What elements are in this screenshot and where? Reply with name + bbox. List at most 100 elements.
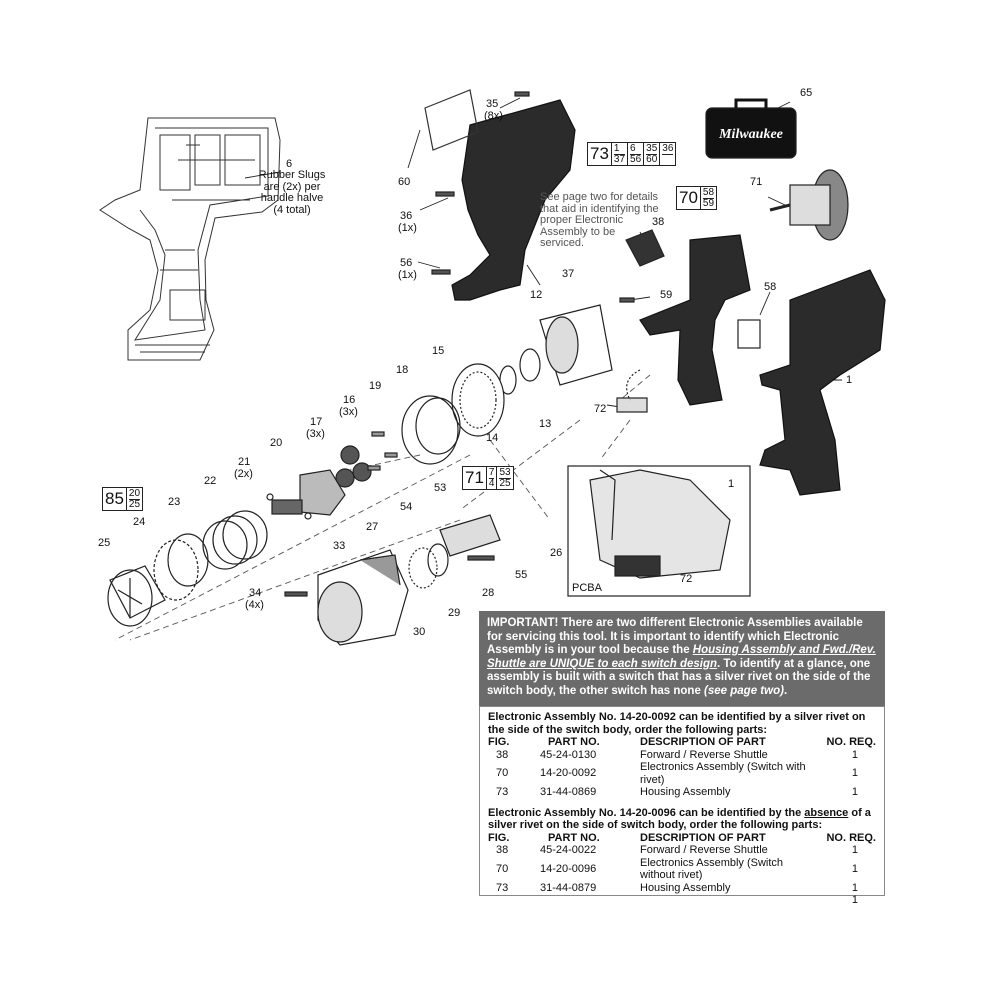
gasket-19 [401, 395, 459, 465]
note-line: serviced. [540, 237, 585, 249]
callout-34: 34 [249, 587, 262, 599]
cell-fig: 38 [496, 748, 509, 761]
cell-description: Forward / Reverse Shuttle [640, 748, 768, 761]
table-header: FIG. PART NO. DESCRIPTION OF PART NO. RE… [488, 736, 876, 749]
cell-no-req: 1 [851, 767, 858, 780]
cell-part-no: 45-24-0022 [540, 844, 597, 856]
kit-cell-bottom: 37 [613, 153, 626, 165]
gear-case-33 [317, 549, 409, 646]
cell-no-req: 1 [851, 786, 858, 798]
spring-22 [202, 510, 268, 570]
electronics-assembly-70 [639, 234, 751, 406]
callout-21-qty: (2x) [234, 468, 253, 480]
part-58 [737, 319, 761, 349]
callout-27: 27 [366, 521, 379, 533]
kit-cell-top: 7 [488, 466, 495, 479]
callout-23: 23 [168, 496, 181, 508]
callout-17-qty: (3x) [306, 428, 325, 440]
note-line: See page two for details [540, 191, 659, 203]
kit-number: 71 [463, 467, 487, 489]
col-description: DESCRIPTION OF PART [640, 831, 766, 844]
parts-panel: Electronic Assembly No. 14-20-0092 can b… [479, 706, 885, 906]
assembly2-intro-a: Electronic Assembly No. 14-20-0096 can b… [488, 806, 805, 819]
callout-36-qty: (1x) [398, 222, 417, 234]
note-line: proper Electronic [540, 214, 624, 226]
cell-no-req: 1 [851, 862, 858, 875]
kit-cell-top: 6 [630, 143, 642, 155]
col-part-no: PART NO. [548, 736, 600, 748]
callout-16: 16 [343, 394, 356, 406]
cell-description: Electronics Assembly (Switch with rivet) [640, 761, 806, 786]
assembly2-table: FIG. PART NO. DESCRIPTION OF PART NO. RE… [488, 832, 876, 907]
callout-6: 6 [286, 158, 293, 170]
callout-15: 15 [432, 345, 445, 357]
shuttle-38 [625, 229, 665, 267]
table-header: FIG. PART NO. DESCRIPTION OF PART NO. RE… [488, 832, 876, 845]
kit-cell-top: 20 [128, 487, 141, 500]
callout-34-qty: (4x) [245, 599, 264, 611]
washer-23 [167, 533, 209, 587]
important-notice: IMPORTANT! There are two different Elect… [479, 611, 885, 706]
note-line: Assembly to be [540, 225, 616, 238]
cell-part-no: 14-20-0092 [540, 767, 597, 780]
cell-description: Housing Assembly [640, 786, 731, 798]
callout-38: 38 [652, 216, 665, 228]
housing-half-right [451, 99, 576, 301]
assembly1-intro: Electronic Assembly No. 14-20-0092 can b… [488, 711, 866, 736]
callout-37: 37 [562, 268, 575, 280]
table-row: 73 31-44-0879 Housing Assembly 1 [488, 882, 876, 895]
switch-72 [616, 397, 648, 413]
kit-number: 73 [588, 143, 612, 165]
callout-24: 24 [133, 516, 146, 528]
note-see-page-two: See page two for details that aid in ide… [540, 191, 680, 250]
cell-no-req: 1 [851, 894, 858, 906]
callout-29: 29 [448, 607, 461, 619]
pcba-inset [567, 465, 751, 597]
table-row: 1 [488, 894, 876, 907]
table-row: 38 45-24-0022 Forward / Reverse Shuttle … [488, 844, 876, 857]
important-text-3: (see page two) [704, 684, 784, 697]
callout-21: 21 [238, 456, 251, 468]
pcba-label: PCBA [572, 582, 602, 594]
cell-part-no: 31-44-0879 [540, 881, 597, 894]
callout-19: 19 [369, 380, 382, 392]
important-emphasis: Housing Assembly and Fwd./Rev. Shuttle a… [487, 644, 876, 670]
callout-1-inset: 1 [728, 478, 735, 490]
callout-14: 14 [486, 432, 499, 444]
callout-33: 33 [333, 540, 346, 552]
cell-fig [488, 894, 540, 907]
callout-72: 72 [594, 403, 607, 415]
callout-35-qty: (8x) [484, 110, 503, 122]
cell-no-req: 1 [851, 748, 858, 761]
callout-35: 35 [486, 98, 499, 110]
label-sticker-60 [424, 89, 479, 151]
handle-half-outline [99, 117, 281, 361]
callout-17: 17 [310, 416, 323, 428]
assembly2-intro-c: of a silver rivet on the side of switch … [488, 806, 871, 832]
note-line: that aid in identifying the [540, 202, 659, 215]
assembly2-intro: Electronic Assembly No. 14-20-0096 can b… [488, 807, 876, 832]
assembly2-intro-absence: absence [804, 806, 849, 819]
callout-25: 25 [98, 537, 111, 549]
kit-cell-top: 36 [662, 142, 674, 155]
cell-no-req: 1 [851, 881, 858, 894]
cell-part-no: 14-20-0096 [540, 862, 597, 875]
kit-cell-top: 1 [613, 143, 626, 155]
cell-no-req: 1 [851, 844, 858, 856]
callout-53: 53 [434, 482, 447, 494]
callout-72-inset: 72 [680, 573, 693, 585]
col-fig: FIG. [488, 831, 510, 844]
screws [284, 91, 635, 597]
callout-12: 12 [530, 289, 543, 301]
kit-cell-top: 53 [499, 466, 511, 479]
col-part-no: PART NO. [548, 831, 600, 844]
cell-part-no: 45-24-0130 [540, 748, 597, 761]
hammer-25 [107, 565, 166, 627]
motor-rotor-71 [769, 169, 849, 241]
